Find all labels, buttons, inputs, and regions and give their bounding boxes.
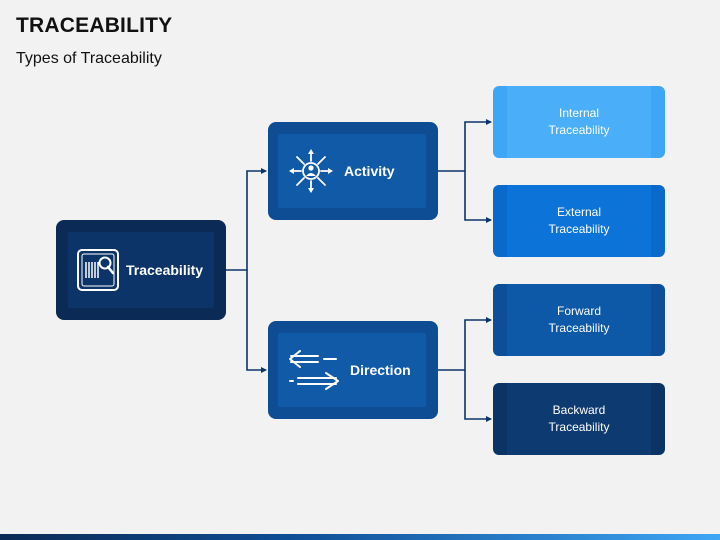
branch-label-direction: Direction [350,362,411,378]
page-subtitle: Types of Traceability [16,50,162,67]
people-network-icon [286,146,336,196]
leaf-node-internal-traceability: Internal Traceability [493,86,665,158]
leaf-node-forward-traceability: Forward Traceability [493,284,665,356]
root-to-branch-connectors [226,168,267,373]
leaf-label-line1: Backward [552,403,606,417]
page-title: TRACEABILITY [16,14,173,37]
branch-node-direction: Direction [268,321,438,419]
leaf-label-forward: Forward Traceability [493,303,665,337]
leaf-label-external: External Traceability [493,204,665,238]
leaf-label-line2: Traceability [548,123,610,137]
leaf-node-external-traceability: External Traceability [493,185,665,257]
leaf-label-backward: Backward Traceability [493,402,665,436]
branch-to-leaf-connectors [438,119,492,422]
barcode-scan-icon [76,248,120,292]
bidirectional-arrows-icon [286,345,342,395]
leaf-label-line1: Internal [558,106,600,120]
leaf-label-line2: Traceability [548,420,610,434]
leaf-node-backward-traceability: Backward Traceability [493,383,665,455]
leaf-label-line2: Traceability [548,222,610,236]
leaf-label-line1: Forward [556,304,601,318]
branch-label-activity: Activity [344,163,395,179]
leaf-label-line2: Traceability [548,321,610,335]
root-node-traceability: Traceability [56,220,226,320]
leaf-label-line1: External [556,205,602,219]
root-node-label: Traceability [126,262,204,278]
leaf-label-internal: Internal Traceability [493,105,665,139]
branch-node-activity: Activity [268,122,438,220]
bottom-accent-bar [0,534,720,540]
